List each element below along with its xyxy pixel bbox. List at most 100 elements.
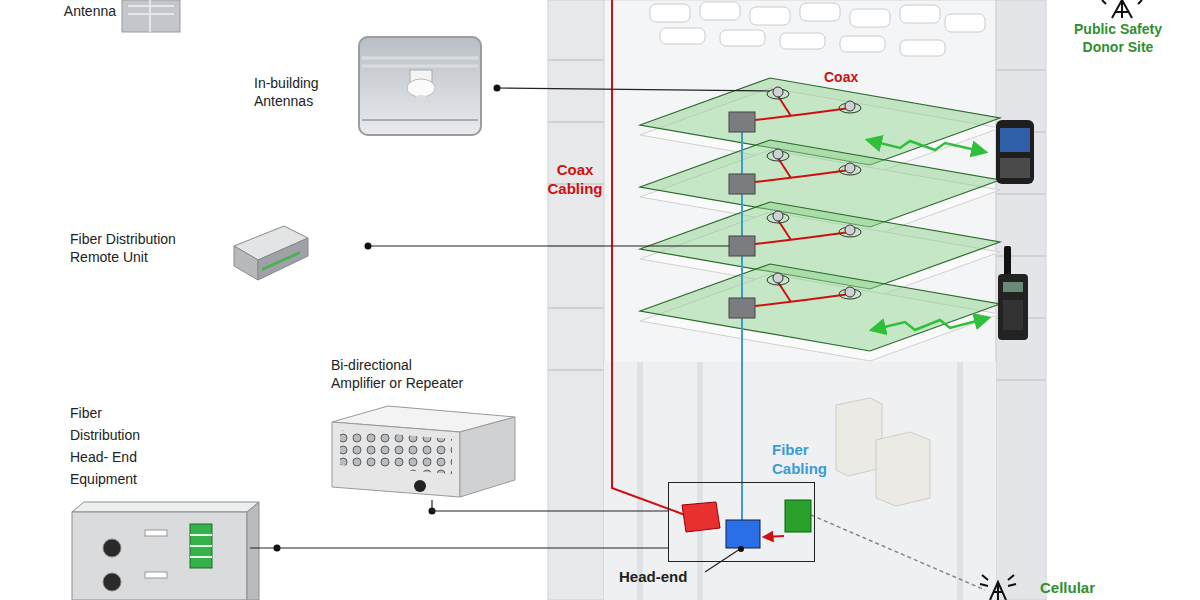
lobby-columns bbox=[640, 362, 960, 600]
antenna-symbol bbox=[845, 225, 855, 235]
node-label: Bi-directional Amplifier or Repeater bbox=[331, 356, 466, 392]
head-end-led bbox=[145, 530, 167, 536]
antenna-dome bbox=[407, 79, 435, 97]
leader-line bbox=[432, 500, 668, 511]
radio-antenna bbox=[1004, 246, 1011, 276]
amplifier-photo bbox=[332, 422, 460, 497]
antenna-tip bbox=[416, 95, 426, 99]
amplifier-photo: Bi-directional Amplifier or Repeater bbox=[325, 400, 520, 500]
antenna-symbol bbox=[773, 87, 783, 97]
roof-unit bbox=[720, 30, 765, 46]
cable-label: Coax bbox=[824, 68, 884, 86]
antenna-symbol bbox=[773, 149, 783, 159]
phone-keys bbox=[1000, 158, 1030, 178]
node-label: Fiber Distribution Head- End Equipment bbox=[70, 402, 165, 490]
amplifier-knob bbox=[414, 480, 426, 492]
wireless-link bbox=[872, 318, 988, 330]
radio-grill bbox=[1003, 300, 1023, 330]
crate bbox=[836, 398, 882, 476]
antenna-symbol bbox=[845, 287, 855, 297]
antenna-photo: Antenna bbox=[122, 0, 180, 32]
roof-unit bbox=[800, 3, 840, 21]
leader-dot bbox=[365, 243, 372, 250]
lobby bbox=[604, 362, 996, 600]
roof-unit bbox=[945, 14, 985, 32]
antenna-photo bbox=[122, 0, 180, 32]
roof-unit bbox=[840, 36, 885, 52]
photo-detail bbox=[128, 0, 174, 32]
coax-riser bbox=[612, 0, 688, 516]
cellular-link bbox=[811, 515, 985, 590]
coax-run bbox=[755, 158, 850, 182]
node-label: Fiber Distribution Remote Unit bbox=[70, 230, 220, 266]
roof-unit bbox=[780, 33, 825, 49]
remote-unit bbox=[729, 112, 755, 132]
head-end-knob bbox=[103, 573, 121, 591]
remote-unit-photo bbox=[258, 238, 308, 280]
signal-arrow bbox=[764, 536, 784, 537]
base-station-block bbox=[785, 500, 811, 532]
antenna-photo bbox=[358, 36, 482, 136]
amplifier-block bbox=[682, 502, 720, 532]
building-tower bbox=[996, 0, 1046, 600]
roof-unit bbox=[650, 4, 690, 22]
crate bbox=[876, 432, 930, 506]
head-end-equipment-photo: Fiber Distribution Head- End Equipment bbox=[68, 500, 250, 598]
remote-unit-photo: Fiber Distribution Remote Unit bbox=[228, 220, 310, 286]
antenna-photo-frame: In-building Antennas bbox=[358, 36, 482, 136]
radio-screen bbox=[1003, 282, 1023, 292]
leader-line bbox=[497, 88, 770, 91]
antenna-symbol bbox=[773, 211, 783, 221]
coax-run bbox=[755, 96, 850, 120]
node-label: Antenna bbox=[36, 2, 116, 20]
photo-detail bbox=[362, 58, 478, 66]
coax-run bbox=[755, 282, 850, 306]
leader-line bbox=[250, 547, 668, 548]
cable-label: Coax Cabling bbox=[544, 160, 606, 198]
head-end-connectors bbox=[190, 524, 212, 568]
roof-unit bbox=[900, 5, 940, 23]
head-end-knob bbox=[103, 539, 121, 557]
antenna-symbol bbox=[773, 273, 783, 283]
photo-detail bbox=[190, 535, 212, 557]
leader-dot bbox=[494, 85, 501, 92]
phone-screen bbox=[1000, 128, 1030, 152]
leader-line bbox=[368, 245, 729, 246]
leader-line bbox=[705, 549, 740, 572]
fiber-head-end-block bbox=[726, 520, 760, 548]
wireless-link bbox=[868, 140, 985, 152]
roof-unit bbox=[660, 28, 705, 44]
remote-unit bbox=[729, 298, 755, 318]
site-label: Cellular bbox=[1040, 578, 1120, 597]
leader-dot bbox=[738, 546, 744, 552]
tower-symbol bbox=[980, 575, 1016, 600]
coax-run bbox=[755, 220, 850, 244]
tower-symbol bbox=[1102, 0, 1142, 18]
remote-unit-photo bbox=[262, 251, 300, 271]
cable-label: Fiber Cabling bbox=[772, 440, 834, 478]
head-end-photo bbox=[72, 502, 259, 512]
amplifier-connectors bbox=[340, 430, 452, 474]
head-end-box: Head-end bbox=[668, 482, 815, 562]
coverage-plane bbox=[640, 264, 1000, 351]
antenna-symbol bbox=[845, 163, 855, 173]
roof-unit bbox=[700, 2, 740, 20]
leader-dot bbox=[274, 545, 281, 552]
leader-dot bbox=[429, 508, 436, 515]
antenna-symbol bbox=[845, 101, 855, 111]
head-end-photo bbox=[72, 512, 247, 600]
node-label: In-building Antennas bbox=[254, 74, 354, 110]
roof-unit bbox=[900, 40, 945, 56]
head-end-led bbox=[145, 572, 167, 578]
head-end-photo bbox=[247, 502, 259, 600]
building-tower bbox=[548, 0, 604, 600]
site-label: Public Safety Donor Site bbox=[1058, 20, 1178, 56]
roof-unit bbox=[850, 9, 890, 27]
remote-unit-photo bbox=[234, 246, 258, 280]
roof-unit bbox=[750, 7, 790, 25]
remote-unit bbox=[729, 174, 755, 194]
amplifier-photo bbox=[460, 417, 515, 497]
